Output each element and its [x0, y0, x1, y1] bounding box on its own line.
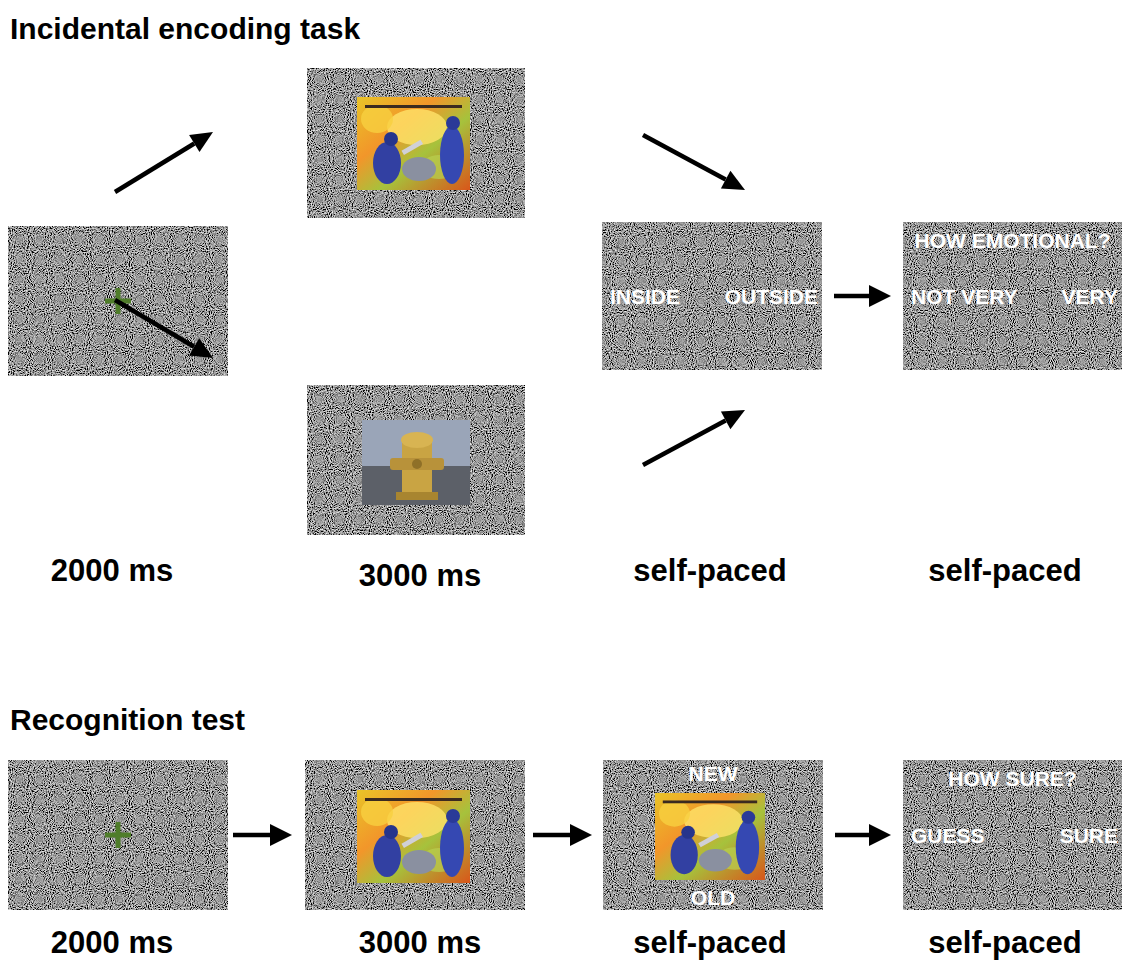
screen-text: OLD	[691, 885, 735, 910]
timing-label: self-paced	[633, 553, 786, 589]
timing-label: 3000 ms	[359, 925, 481, 961]
screen-text: HOW EMOTIONAL?	[915, 228, 1111, 253]
screen-panel: HOW SURE? GUESS SURE	[903, 760, 1122, 910]
screen-panel: HOW EMOTIONAL? NOT VERY VERY	[903, 222, 1122, 370]
screen-panel: NEW OLD	[603, 760, 823, 910]
screen-text: NEW	[689, 761, 738, 786]
flow-arrow	[835, 824, 891, 846]
screen-panel: INSIDE OUTSIDE	[602, 222, 822, 370]
screen-text: VERY	[1062, 284, 1118, 309]
screen-text: OUTSIDE	[725, 284, 818, 309]
timing-label: self-paced	[928, 925, 1081, 961]
timing-label: 3000 ms	[359, 558, 481, 594]
timing-label: 2000 ms	[51, 925, 173, 961]
timing-label: 2000 ms	[51, 553, 173, 589]
arrow-head	[869, 285, 891, 307]
screen-text: SURE	[1060, 823, 1118, 848]
arrow-line	[835, 833, 871, 838]
arrow-head	[869, 824, 891, 846]
screen-text: GUESS	[911, 823, 985, 848]
screen-text: INSIDE	[610, 284, 680, 309]
section-heading: Recognition test	[10, 703, 245, 738]
arrow-line	[834, 294, 871, 299]
timing-label: self-paced	[633, 925, 786, 961]
flow-arrow	[834, 285, 891, 307]
screen-text: NOT VERY	[911, 284, 1018, 309]
screen-text: HOW SURE?	[948, 766, 1076, 791]
timing-label: self-paced	[928, 553, 1081, 589]
section-heading: Incidental encoding task	[10, 12, 360, 47]
